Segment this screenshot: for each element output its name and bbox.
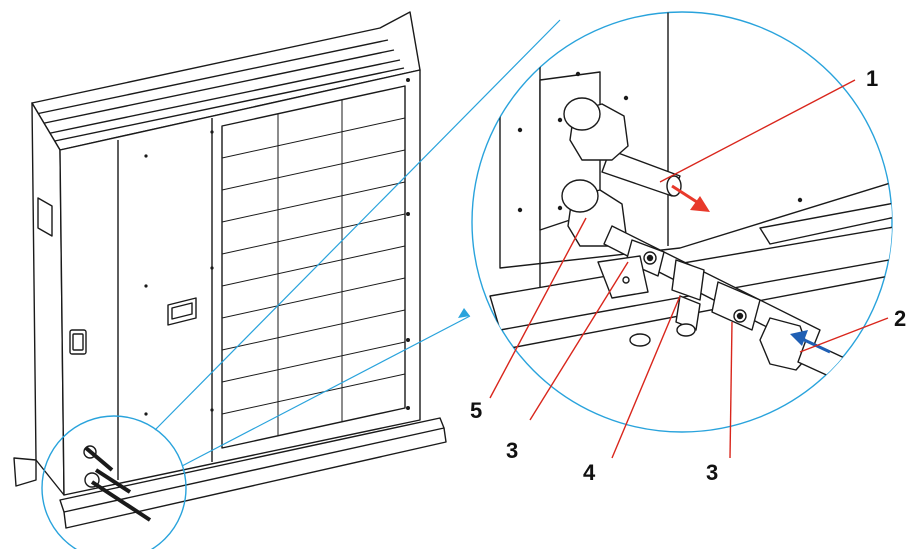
label-part-5: 5 — [470, 398, 482, 423]
label-part-3-right: 3 — [706, 460, 718, 485]
leader-4 — [611, 295, 681, 459]
leader-3a — [529, 261, 629, 421]
leader-lines — [489, 79, 889, 459]
detail-callout-circle — [41, 415, 187, 549]
leader-3b — [729, 321, 733, 459]
label-part-1: 1 — [866, 66, 878, 91]
unit-side-panel — [31, 102, 65, 496]
unit-pipes — [84, 446, 152, 522]
flow-arrow-in — [790, 330, 831, 354]
zoom-connector-lines — [154, 19, 561, 467]
zoom-arrow — [458, 308, 470, 318]
unit-label-plate — [37, 197, 53, 237]
leader-5 — [489, 217, 587, 399]
leader-2 — [799, 317, 889, 353]
leader-1 — [659, 79, 856, 183]
outdoor-unit — [13, 11, 447, 529]
label-part-3-left: 3 — [506, 438, 518, 463]
unit-handle-left — [69, 329, 87, 355]
unit-fan-grille — [221, 85, 406, 449]
flow-arrow-out — [671, 184, 710, 212]
label-part-4: 4 — [583, 460, 596, 485]
label-part-2: 2 — [894, 306, 906, 331]
unit-handle-front — [167, 297, 197, 326]
